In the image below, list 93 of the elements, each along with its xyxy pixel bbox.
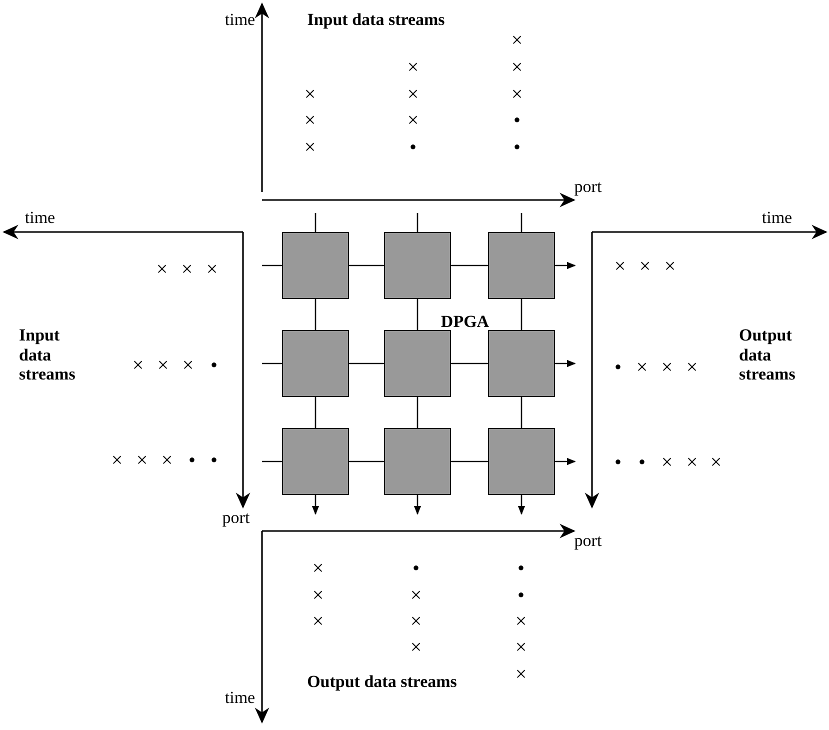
- axis-label: time: [224, 10, 256, 30]
- connector: [416, 213, 418, 232]
- stream-symbol: •: [614, 452, 622, 474]
- stream-symbol: ×: [515, 610, 527, 634]
- stream-symbol: ×: [181, 258, 193, 282]
- connector: [314, 397, 316, 428]
- stream-heading: Input data streams: [307, 10, 445, 30]
- stream-symbol: ×: [639, 256, 651, 278]
- axis-label: port: [574, 177, 602, 197]
- stream-symbol: ×: [407, 84, 419, 106]
- processing-element-box: [282, 330, 349, 397]
- stream-symbol: •: [518, 584, 524, 608]
- processing-element-box: [488, 232, 555, 299]
- axis-label: time: [224, 688, 256, 708]
- stream-symbol: ×: [156, 258, 168, 282]
- processing-element-box: [282, 232, 349, 299]
- connector: [262, 460, 282, 462]
- connector: [416, 299, 418, 330]
- axis-label: port: [222, 508, 250, 528]
- stream-symbol: ×: [410, 636, 422, 660]
- stream-symbol: ×: [132, 354, 144, 378]
- stream-symbol: ×: [304, 136, 316, 160]
- stream-symbol: •: [412, 558, 420, 580]
- stream-symbol: •: [514, 110, 520, 132]
- connector: [451, 362, 488, 364]
- stream-symbol: ×: [312, 558, 324, 580]
- stream-symbol: ×: [636, 356, 648, 380]
- stream-symbol: ×: [515, 636, 527, 660]
- stream-symbol: ×: [410, 610, 422, 634]
- stream-symbol: ×: [664, 256, 676, 278]
- stream-symbol: ×: [312, 610, 324, 634]
- stream-symbol: ×: [614, 256, 626, 278]
- stream-symbol: ×: [511, 84, 523, 106]
- processing-element-box: [384, 428, 451, 495]
- axis-label: port: [574, 531, 602, 551]
- connector: [451, 460, 488, 462]
- stream-symbol: ×: [407, 110, 419, 132]
- stream-symbol: •: [614, 356, 622, 380]
- stream-symbol: ×: [206, 258, 218, 282]
- stream-symbol: •: [518, 558, 524, 580]
- connector: [416, 397, 418, 428]
- stream-symbol: ×: [511, 56, 523, 80]
- stream-heading: Input data streams: [19, 326, 76, 384]
- stream-symbol: ×: [136, 450, 148, 472]
- stream-symbol: ×: [661, 356, 673, 380]
- connector: [262, 362, 282, 364]
- arrow: [518, 495, 526, 515]
- stream-symbol: ×: [407, 56, 419, 80]
- stream-symbol: ×: [686, 356, 698, 380]
- connector: [349, 264, 384, 266]
- stream-symbol: •: [514, 136, 520, 160]
- processing-element-box: [384, 330, 451, 397]
- arrow: [555, 360, 576, 368]
- connector: [314, 299, 316, 330]
- stream-heading: Output data streams: [307, 672, 457, 692]
- stream-symbol: ×: [304, 84, 316, 106]
- stream-symbol: ×: [710, 452, 722, 474]
- stream-symbol: •: [188, 450, 196, 472]
- arrow: [555, 458, 576, 466]
- stream-symbol: ×: [686, 452, 698, 474]
- connector: [520, 397, 522, 428]
- stream-symbol: ×: [182, 354, 194, 378]
- connector: [314, 213, 316, 232]
- stream-heading: Output data streams: [739, 326, 796, 384]
- arrow: [555, 262, 576, 270]
- arrow: [312, 495, 320, 515]
- stream-symbol: ×: [157, 354, 169, 378]
- connector: [451, 264, 488, 266]
- stream-symbol: •: [210, 354, 218, 378]
- processing-element-box: [384, 232, 451, 299]
- stream-symbol: ×: [515, 664, 527, 686]
- processing-element-box: [282, 428, 349, 495]
- stream-symbol: ×: [304, 110, 316, 132]
- processing-element-box: [488, 330, 555, 397]
- processing-element-box: [488, 428, 555, 495]
- stream-symbol: ×: [410, 584, 422, 608]
- stream-symbol: •: [638, 452, 646, 474]
- arrow: [414, 495, 422, 515]
- stream-symbol: •: [210, 450, 218, 472]
- stream-symbol: ×: [111, 450, 123, 472]
- stream-symbol: ×: [161, 450, 173, 472]
- stream-symbol: ×: [511, 30, 523, 52]
- axis-label: time: [24, 208, 56, 228]
- connector: [349, 362, 384, 364]
- stream-heading: DPGA: [440, 312, 490, 332]
- connector: [520, 213, 522, 232]
- connector: [262, 264, 282, 266]
- stream-symbol: •: [410, 136, 416, 160]
- connector: [349, 460, 384, 462]
- connector: [520, 299, 522, 330]
- stream-symbol: ×: [312, 584, 324, 608]
- axis-label: time: [762, 208, 792, 228]
- stream-symbol: ×: [661, 452, 673, 474]
